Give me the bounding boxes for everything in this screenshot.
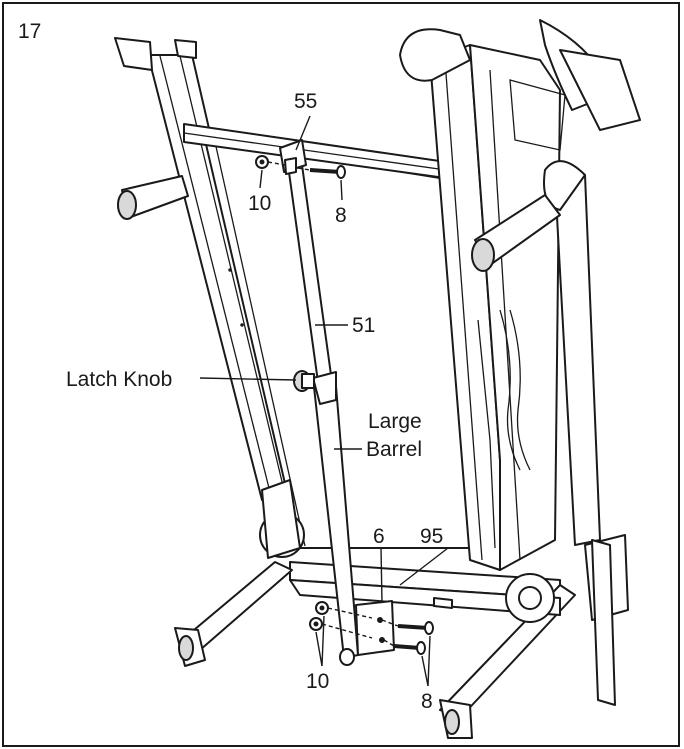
label-large-barrel-line2: Barrel — [366, 438, 422, 461]
label-part-10-bottom: 10 — [306, 670, 329, 693]
label-part-10-top: 10 — [248, 192, 271, 215]
right-handgrip — [471, 160, 586, 272]
label-part-6: 6 — [373, 525, 385, 548]
alignment-line-bottom-4 — [383, 639, 395, 647]
alignment-line-bottom-2 — [321, 623, 373, 639]
alignment-line-top-left — [267, 161, 286, 166]
alignment-line-bottom-1 — [327, 607, 373, 619]
label-large-barrel-line1: Large — [368, 410, 422, 433]
right-upright — [399, 19, 641, 706]
label-part-95: 95 — [420, 525, 443, 548]
label-part-51: 51 — [352, 314, 375, 337]
front-rollers — [259, 479, 555, 623]
latch-knob-part — [293, 370, 315, 392]
left-handgrip — [117, 175, 189, 220]
plate-95-tab — [433, 597, 453, 609]
label-part-55: 55 — [294, 90, 317, 113]
upright-tube — [287, 164, 359, 666]
label-part-8-bottom: 8 — [421, 690, 433, 713]
bolt-8-top — [309, 165, 346, 179]
nut-10-top — [255, 155, 269, 169]
label-latch-knob: Latch Knob — [66, 368, 172, 391]
alignment-line-bottom-3 — [381, 619, 399, 627]
step-number: 17 — [18, 20, 41, 43]
alignment-line-top-right — [297, 167, 311, 171]
leader-lines — [199, 115, 449, 687]
right-side-rail — [477, 309, 531, 549]
label-part-8-top: 8 — [335, 204, 347, 227]
nuts-10-bottom — [309, 601, 329, 631]
bolts-8-bottom — [393, 621, 434, 655]
bracket-6 — [355, 600, 395, 656]
left-upright — [114, 37, 293, 501]
